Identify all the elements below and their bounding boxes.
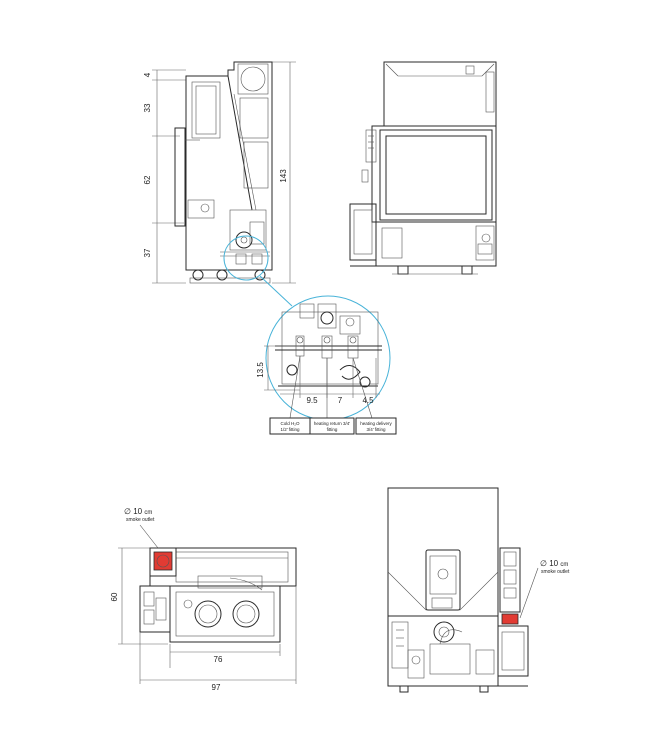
top-dim-97: 97 bbox=[212, 683, 221, 692]
top-dim-76: 76 bbox=[214, 655, 223, 664]
side-dim-62: 62 bbox=[143, 175, 152, 184]
callout-heating-return-l2: fitting bbox=[327, 427, 338, 432]
top-outlet-symbol: ∅ 10 cm bbox=[124, 507, 152, 516]
side-view: 4 33 62 37 143 bbox=[143, 61, 296, 284]
top-smoke-outlet-marker bbox=[153, 551, 173, 571]
callout-heating-delivery-l1: heating delivery bbox=[360, 421, 392, 426]
side-dim-143: 143 bbox=[279, 169, 288, 183]
rear-outlet-label: smoke outlet bbox=[541, 569, 570, 575]
detail-dim-7: 7 bbox=[338, 396, 343, 405]
detail-dim-9-5: 9.5 bbox=[306, 396, 318, 405]
front-view bbox=[349, 61, 497, 275]
callout-heating-return-l1: heating return 3/4' bbox=[314, 421, 350, 426]
detail-dim-4-5: 4.5 bbox=[362, 396, 374, 405]
side-dim-37: 37 bbox=[143, 248, 152, 257]
side-dim-33: 33 bbox=[143, 103, 152, 112]
fittings-detail: 13.5 9.5 7 4.5 Cold H₂O 1/2' fitting hea… bbox=[256, 303, 397, 435]
top-view: 60 ∅ 10 cm smoke outlet 76 97 bbox=[110, 507, 297, 692]
top-dim-60: 60 bbox=[110, 592, 119, 601]
callout-heating-delivery-l2: 3/4' fitting bbox=[366, 427, 386, 432]
rear-view: ∅ 10 cm smoke outlet bbox=[387, 487, 570, 693]
callout-cold-water-l1: Cold H₂O bbox=[280, 421, 300, 426]
rear-outlet-symbol: ∅ 10 cm bbox=[540, 559, 568, 568]
detail-marker-circle bbox=[223, 235, 269, 281]
rear-smoke-outlet-marker bbox=[501, 613, 519, 625]
top-outlet-label: smoke outlet bbox=[126, 517, 155, 523]
detail-dim-13-5: 13.5 bbox=[256, 362, 265, 378]
side-dim-4: 4 bbox=[143, 72, 152, 77]
callout-cold-water-l2: 1/2' fitting bbox=[280, 427, 300, 432]
